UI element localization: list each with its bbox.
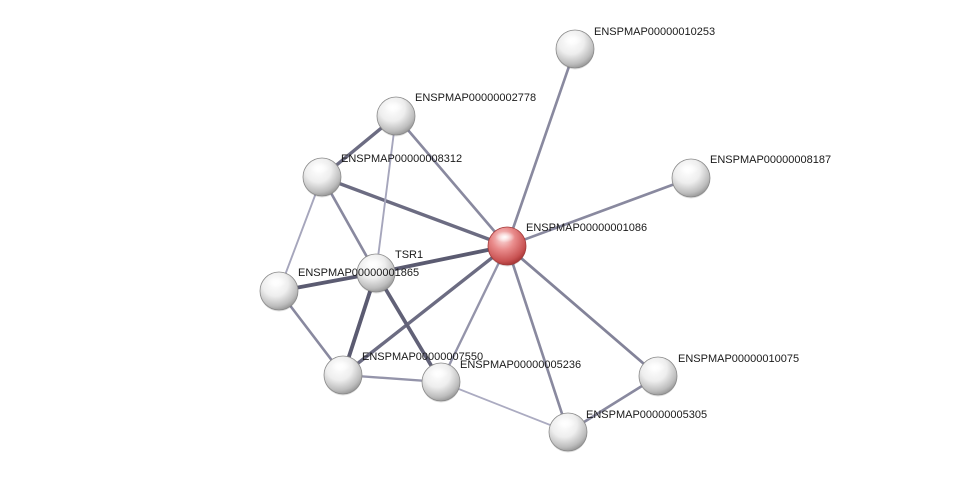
edge-n2778-nTSR1 xyxy=(375,115,397,274)
edge-n8312-n1865 xyxy=(278,176,323,292)
edge-n1086-n8312 xyxy=(320,175,509,248)
node-n1086[interactable] xyxy=(487,226,527,267)
node-n7550[interactable] xyxy=(323,355,363,396)
edge-n1086-n10075 xyxy=(505,244,660,378)
node-n10075[interactable] xyxy=(638,356,678,397)
nodes xyxy=(259,29,711,453)
node-n10253[interactable] xyxy=(555,29,595,70)
node-n5305[interactable] xyxy=(548,412,588,453)
node-label-nTSR1: TSR1 xyxy=(395,249,423,261)
edge-n1086-n5305 xyxy=(505,244,570,434)
node-label-n8187: ENSPMAP00000008187 xyxy=(710,154,831,166)
edge-n1086-n7550 xyxy=(341,244,509,377)
edge-n5236-n5305 xyxy=(440,381,569,433)
edge-n1086-n8187 xyxy=(505,176,693,248)
node-label-n5305: ENSPMAP00000005305 xyxy=(586,409,707,421)
labels: ENSPMAP00000001086 ENSPMAP00000010253ENSP… xyxy=(298,26,831,421)
node-n5236[interactable] xyxy=(421,362,461,403)
edge-n1086-n2778 xyxy=(394,114,509,248)
edge-n1086-n10253 xyxy=(505,47,577,248)
node-n2778[interactable] xyxy=(376,96,416,137)
edge-n1086-nTSR1 xyxy=(374,244,509,275)
node-label-n10075: ENSPMAP00000010075 xyxy=(678,353,799,365)
node-n8187[interactable] xyxy=(671,158,711,199)
node-n8312[interactable] xyxy=(302,157,342,198)
edge-nTSR1-n5236 xyxy=(374,271,443,384)
node-label-n2778: ENSPMAP00000002778 xyxy=(415,92,536,104)
node-label-n1865: ENSPMAP00000001865 xyxy=(298,267,419,279)
node-nTSR1[interactable] xyxy=(356,253,396,294)
edge-n1086-n5236 xyxy=(439,244,509,384)
node-label-n8312: ENSPMAP00000008312 xyxy=(341,153,462,165)
node-n1865[interactable] xyxy=(259,271,299,312)
node-label-n1086: ENSPMAP00000001086 xyxy=(526,222,647,234)
node-label-n7550: ENSPMAP00000007550 xyxy=(362,351,483,363)
node-label-n10253: ENSPMAP00000010253 xyxy=(594,26,715,38)
node-label-n5236: ENSPMAP00000005236 xyxy=(460,359,581,371)
